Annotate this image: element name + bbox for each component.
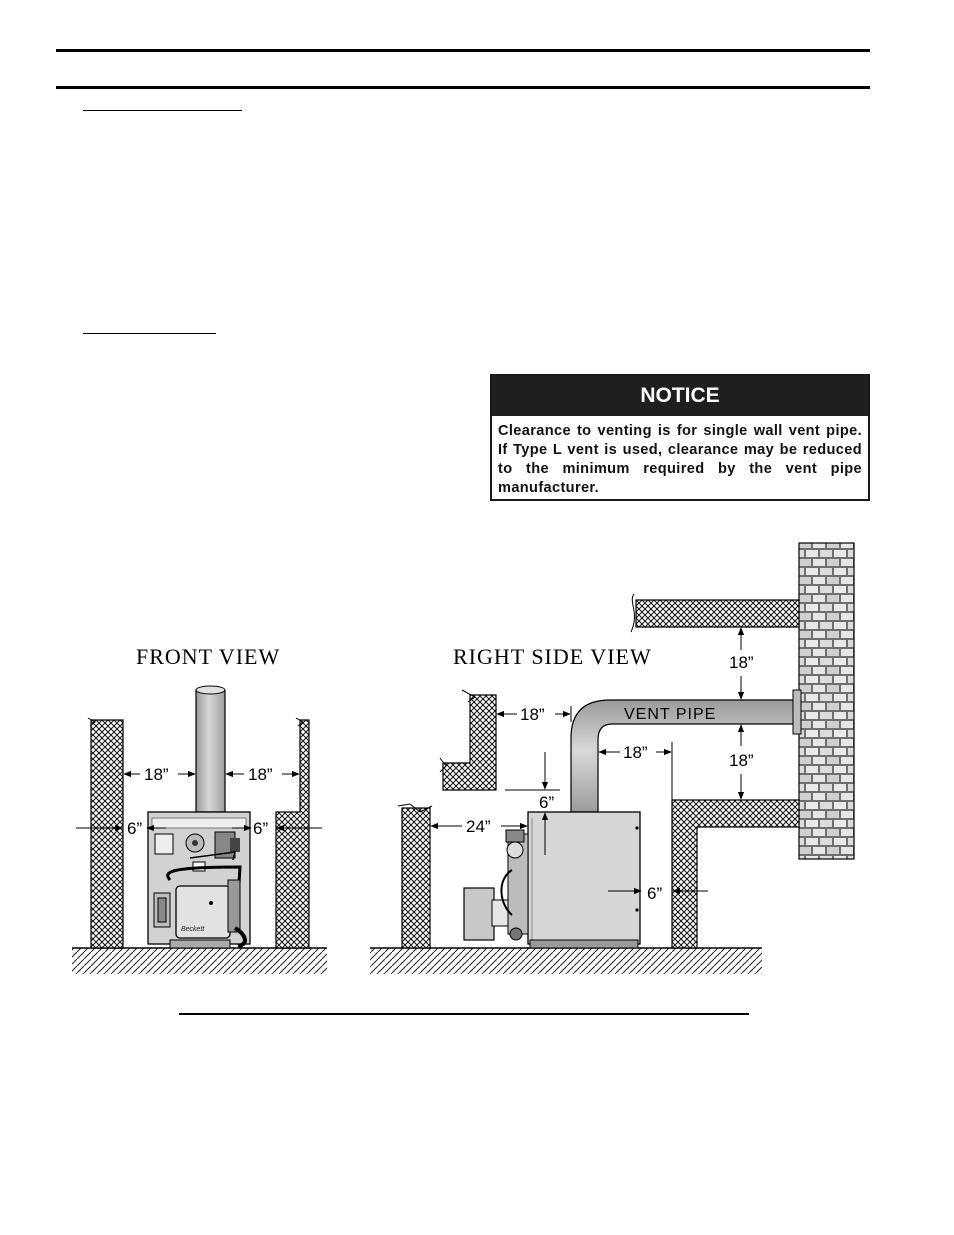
side-dim-vent-elbow: 18” (623, 743, 648, 762)
side-burner-housing (463, 887, 495, 941)
front-dim-left-side: 18” (144, 765, 169, 784)
side-dim-front: 24” (466, 817, 491, 836)
front-view-title: FRONT VIEW (136, 644, 280, 669)
front-dim-right-front: 6” (253, 819, 268, 838)
header-rule-top (56, 49, 870, 52)
notice-text: Clearance to venting is for single wall … (498, 423, 862, 496)
front-left-wall (90, 719, 124, 949)
clearance-diagram: FRONT VIEW Beckett 18” 18” 6” 6” RIGHT S… (60, 530, 880, 990)
side-dim-vent-upper: 18” (729, 653, 754, 672)
front-dim-right-side: 18” (248, 765, 273, 784)
figure-caption-rule (179, 1013, 749, 1015)
section-heading-underline (83, 333, 216, 334)
front-floor (72, 948, 327, 974)
vent-pipe-label: VENT PIPE (624, 706, 716, 723)
side-front-upper-wall (442, 694, 497, 791)
brick-chimney (798, 542, 855, 860)
front-right-wall (275, 719, 310, 949)
section-heading-underline (83, 110, 242, 111)
notice-title: NOTICE (492, 376, 868, 416)
front-burner-brand: Beckett (181, 926, 205, 933)
side-dim-top: 6” (539, 793, 554, 812)
side-dim-vent-lower: 18” (729, 751, 754, 770)
side-floor (370, 948, 762, 974)
front-vent-pipe (195, 689, 226, 813)
side-view-title: RIGHT SIDE VIEW (453, 644, 652, 669)
side-dim-rear: 6” (647, 884, 662, 903)
header-rule-bottom (56, 86, 870, 89)
side-front-wall (401, 807, 431, 949)
notice-box: NOTICE Clearance to venting is for singl… (490, 374, 870, 501)
side-dim-vent-left: 18” (520, 705, 545, 724)
side-rear-wall (671, 799, 800, 949)
front-dim-left-front: 6” (127, 819, 142, 838)
side-ceiling (635, 599, 800, 628)
